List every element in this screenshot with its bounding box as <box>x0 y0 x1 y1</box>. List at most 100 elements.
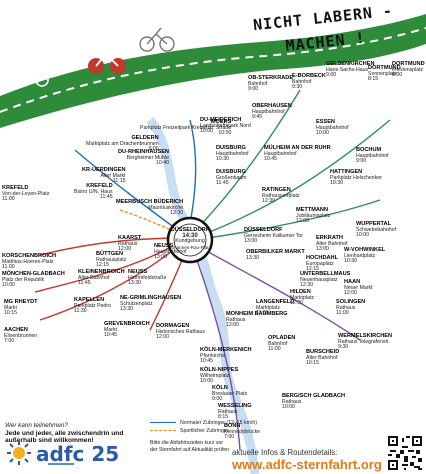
stop-time: 10:30 <box>216 156 229 163</box>
stop-name: NEUSS <box>154 243 174 249</box>
stop-name: BÜTTGEN <box>96 251 124 257</box>
stop-detail: Friedensplatz <box>392 66 424 73</box>
stop-detail: Marktplatz <box>290 294 314 301</box>
stop-name: MG RHEYDT <box>4 299 38 305</box>
green-road-band <box>0 14 426 128</box>
stop-time: 7:00 <box>224 434 235 441</box>
stop-detail: Lienhardplatz <box>344 252 376 259</box>
stop-detail: Hauptbahnhof <box>264 150 297 157</box>
stop-time: 10:00 <box>2 282 15 289</box>
stop-time: 10:00 <box>200 128 213 135</box>
stop-name: KÖLN-MERKENICH <box>200 347 252 353</box>
stop-detail: Landschaftspark Nord <box>200 122 251 129</box>
stop-name: GELDERN <box>131 135 159 141</box>
stop-name: NE-GRIMLINGHAUSEN <box>120 295 182 301</box>
stop-detail: Matthias-Hoeren-Platz <box>2 258 54 265</box>
stop-detail: Bergheimer Mühle <box>126 154 169 161</box>
stop-detail: Alter Bahnhof <box>306 354 338 361</box>
stop-time: 12:15 <box>96 262 109 269</box>
stop-name: E-BORBECK <box>292 73 326 79</box>
route-east-2 <box>193 199 381 241</box>
stop-detail: Elisenbrunnen <box>4 332 38 339</box>
stop-name: DUISBURG <box>216 169 246 175</box>
stop-name: LANGENFELD <box>256 299 295 305</box>
stop-time: 12:00 <box>296 218 309 225</box>
stop-detail: Rathaus <box>336 304 356 311</box>
stop-time: 12:00 <box>118 246 131 253</box>
stop-time: 11:15 <box>112 178 126 185</box>
stop-detail: Platz der Republik <box>2 276 45 283</box>
stop-time: 9:00 <box>148 146 159 153</box>
stop-time: 9:30 <box>338 344 349 351</box>
stop-detail: Rathaus <box>226 316 246 323</box>
red-cyclist-icon <box>88 39 126 74</box>
route-northeast <box>191 89 301 235</box>
stop-time: 9:00 <box>212 396 223 403</box>
stop-time: 10:45 <box>200 358 213 365</box>
rhine-river <box>146 117 260 474</box>
stop-detail: Mauritiuskirche <box>148 204 184 211</box>
stop-name: UNTERBELLMAUS <box>300 271 351 277</box>
legend-welcome: Jede und jeder, alle zwischendrin und au… <box>5 430 124 445</box>
hub-ring <box>173 223 207 257</box>
stop-time: 8:00 <box>392 72 403 79</box>
stop-name: GELSENKIRCHEN <box>326 61 375 67</box>
stop-detail: Jubiläumsplatz <box>296 212 331 219</box>
stop-detail: Parkplatz Pedro <box>74 302 111 309</box>
stop-detail: Bahnhof <box>268 340 288 347</box>
stop-time: 13:30 <box>170 210 184 217</box>
stop-name: KÖLN-NIPPES <box>200 367 239 373</box>
stop-name: MEERBUSCH BÜDERICH <box>116 199 184 205</box>
stop-name: OB-STERKRADE <box>248 75 294 81</box>
legend-line <box>150 422 176 424</box>
stop-time: 11:30 <box>256 310 269 317</box>
sun-logo-icon <box>7 441 31 465</box>
stop-detail: Marktplatz am Drachenbrunnen <box>86 140 159 147</box>
legend-note-1: Bitte die Abfahrtszeiten kurz vor <box>150 440 223 446</box>
stop-name: MONHEIM BAUMBERG <box>226 311 288 317</box>
stop-name: KR-UERDINGEN <box>82 167 126 173</box>
stop-time: 10:00 <box>200 378 213 385</box>
stop-detail: Breslauer Platz <box>212 390 248 397</box>
stop-time: 13:30 <box>246 254 259 261</box>
stop-time: 12:00 <box>156 334 169 341</box>
stop-detail: Hans-Sachs-Haus <box>326 66 369 73</box>
stop-name: DÜSSELDORF <box>244 227 283 233</box>
legend-note-2: der Sternfahrt auf Aktualität prüfen <box>150 447 230 453</box>
stop-name: RATINGEN <box>262 187 291 193</box>
cyclist-outline-icon <box>139 27 175 52</box>
stop-name: W-VOHWINKEL <box>344 247 386 253</box>
stop-detail: Markt <box>104 326 117 333</box>
stop-name: NEUSS <box>128 269 148 275</box>
stop-name: BERGISCH GLADBACH <box>282 393 346 399</box>
stop-detail: Neuer Markt <box>344 284 373 291</box>
stop-time: 13:00 <box>244 238 257 245</box>
stop-detail: Wilhelmplatz <box>200 372 230 379</box>
qr-code-icon[interactable] <box>386 434 424 472</box>
stop-detail: Rathaus <box>218 408 238 415</box>
legend-normal: Normaler Zubringer (12–15 km/h) <box>150 420 257 426</box>
footer-url[interactable]: www.adfc-sternfahrt.org <box>232 457 382 472</box>
stop-time: 12:00 <box>290 300 303 307</box>
stop-detail: Rathausvorplatz <box>262 192 300 199</box>
stop-time: 13:00 <box>316 246 329 253</box>
